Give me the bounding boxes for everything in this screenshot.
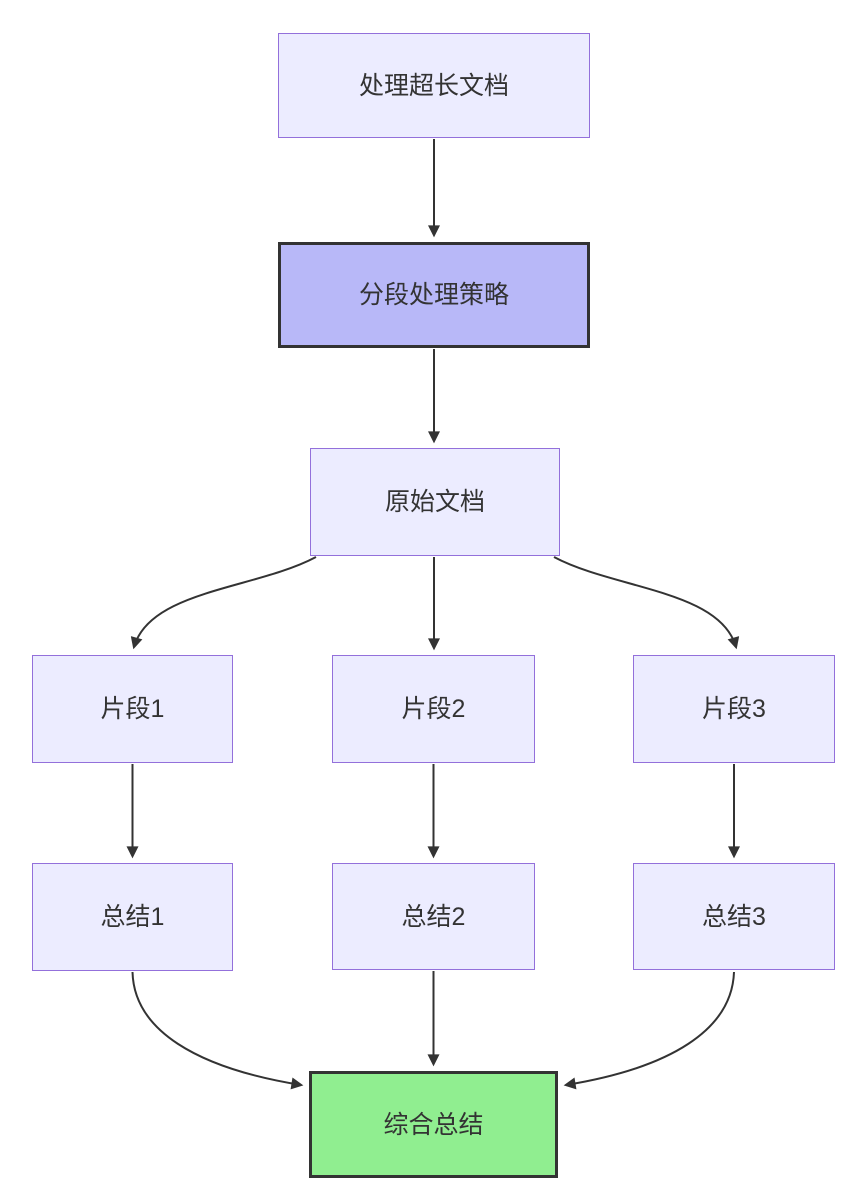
node-summary-3: 总结3 — [633, 863, 835, 970]
node-final-summary-label: 综合总结 — [383, 1110, 484, 1139]
node-fragment-2-label: 片段2 — [401, 695, 466, 723]
edge-summary1-final — [131, 971, 304, 1090]
node-original-document: 原始文档 — [310, 448, 560, 556]
edge-c-fragment1 — [130, 556, 317, 650]
node-segmentation-strategy-label: 分段处理策略 — [358, 281, 509, 309]
node-process-long-document: 处理超长文档 — [278, 33, 590, 138]
node-process-long-document-label: 处理超长文档 — [358, 71, 509, 100]
node-fragment-1: 片段1 — [32, 655, 233, 763]
edge-summary3-final — [563, 971, 735, 1090]
node-final-summary: 综合总结 — [309, 1071, 558, 1178]
node-summary-3-label: 总结3 — [702, 902, 766, 931]
node-summary-2: 总结2 — [332, 863, 535, 970]
node-fragment-3: 片段3 — [633, 655, 835, 763]
node-fragment-2: 片段2 — [332, 655, 535, 763]
node-fragment-3-label: 片段3 — [702, 695, 766, 723]
node-fragment-1-label: 片段1 — [100, 695, 165, 723]
node-segmentation-strategy: 分段处理策略 — [278, 242, 590, 348]
node-summary-1: 总结1 — [32, 863, 233, 971]
edge-c-fragment3 — [553, 556, 740, 650]
node-summary-2-label: 总结2 — [401, 902, 466, 931]
node-original-document-label: 原始文档 — [384, 488, 485, 516]
node-summary-1-label: 总结1 — [100, 903, 165, 931]
